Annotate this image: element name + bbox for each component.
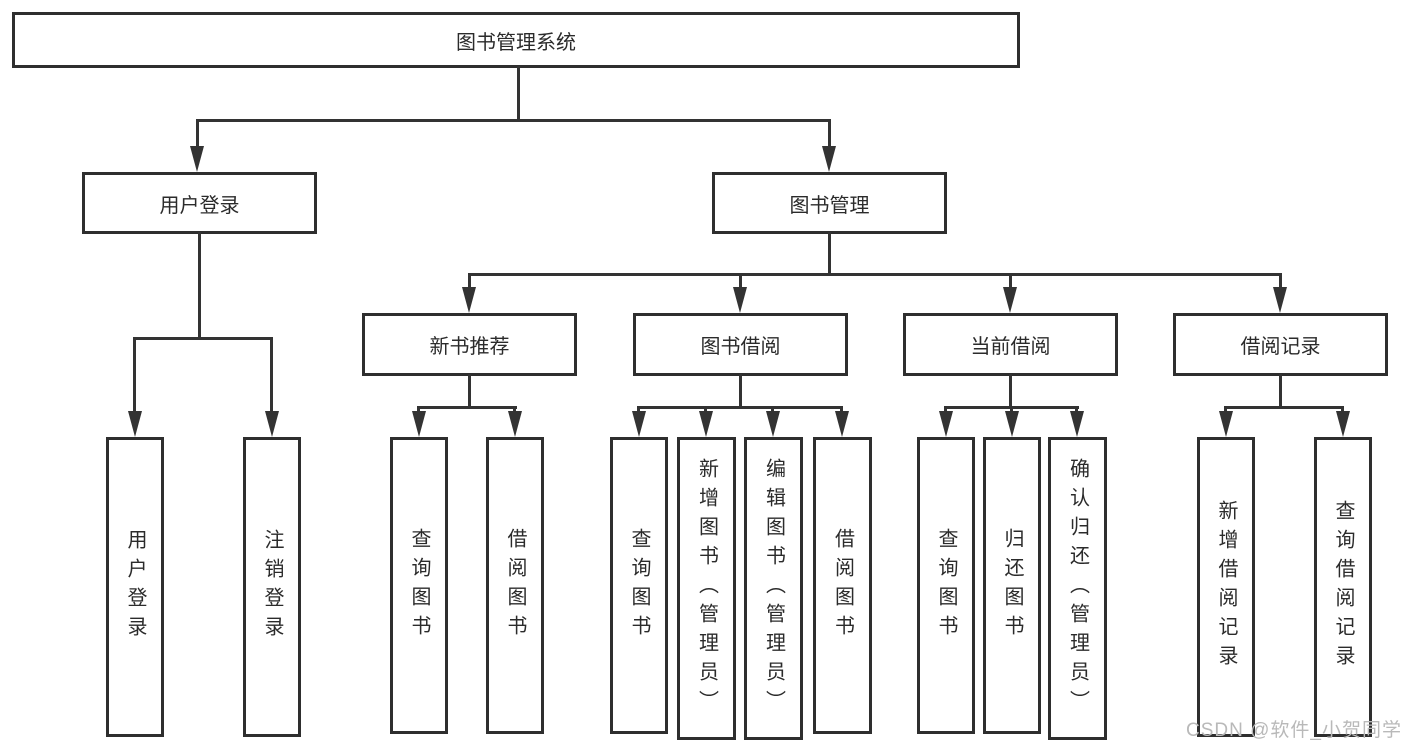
arrow-down-icon	[766, 411, 780, 437]
connector-line	[828, 232, 831, 276]
connector-line	[1009, 273, 1012, 290]
node-book-management: 图书管理	[712, 172, 947, 234]
connector-line	[417, 406, 517, 409]
connector-line	[468, 273, 471, 290]
node-borrowing-records: 借阅记录	[1173, 313, 1388, 376]
leaf-borrow-books-recommend: 借阅图书	[486, 437, 544, 734]
leaf-confirm-return-admin: 确认归还（管理员）	[1048, 437, 1107, 740]
connector-line	[637, 406, 843, 409]
connector-line	[133, 337, 273, 340]
connector-line	[1224, 406, 1344, 409]
connector-line	[771, 406, 774, 415]
arrow-down-icon	[508, 411, 522, 437]
arrow-down-icon	[699, 411, 713, 437]
connector-line	[517, 66, 520, 122]
arrow-down-icon	[190, 146, 204, 172]
connector-line	[739, 374, 742, 409]
node-new-book-recommendation: 新书推荐	[362, 313, 577, 376]
connector-line	[468, 374, 471, 409]
node-book-borrowing: 图书借阅	[633, 313, 848, 376]
leaf-return-books: 归还图书	[983, 437, 1041, 734]
connector-line	[944, 406, 947, 415]
arrow-down-icon	[632, 411, 646, 437]
arrow-down-icon	[412, 411, 426, 437]
arrow-down-icon	[1005, 411, 1019, 437]
connector-line	[1224, 406, 1227, 415]
arrow-down-icon	[462, 287, 476, 313]
arrow-down-icon	[1070, 411, 1084, 437]
leaf-user-login: 用户登录	[106, 437, 164, 737]
arrow-down-icon	[1273, 287, 1287, 313]
arrow-down-icon	[835, 411, 849, 437]
leaf-add-books-admin: 新增图书（管理员）	[677, 437, 736, 740]
connector-line	[513, 406, 516, 415]
connector-line	[196, 119, 831, 122]
leaf-logout: 注销登录	[243, 437, 301, 737]
connector-line	[704, 406, 707, 415]
arrow-down-icon	[822, 146, 836, 172]
node-library-management-system: 图书管理系统	[12, 12, 1020, 68]
connector-line	[468, 273, 1282, 276]
csdn-watermark: CSDN @软件_小贺同学	[1186, 720, 1402, 741]
connector-line	[637, 406, 640, 415]
connector-line	[1279, 374, 1282, 409]
connector-line	[198, 232, 201, 340]
connector-line	[828, 119, 831, 149]
leaf-edit-books-admin: 编辑图书（管理员）	[744, 437, 803, 740]
arrow-down-icon	[733, 287, 747, 313]
arrow-down-icon	[939, 411, 953, 437]
connector-line	[739, 273, 742, 290]
leaf-query-books-recommend: 查询图书	[390, 437, 448, 734]
connector-line	[1010, 406, 1013, 415]
leaf-query-borrow-record: 查询借阅记录	[1314, 437, 1372, 737]
connector-line	[196, 119, 199, 149]
node-current-borrowing: 当前借阅	[903, 313, 1118, 376]
leaf-query-books-current: 查询图书	[917, 437, 975, 734]
node-user-login: 用户登录	[82, 172, 317, 234]
arrow-down-icon	[265, 411, 279, 437]
connector-line	[1279, 273, 1282, 290]
arrow-down-icon	[1003, 287, 1017, 313]
connector-line	[1075, 406, 1078, 415]
connector-line	[270, 337, 273, 415]
leaf-query-books-borrow: 查询图书	[610, 437, 668, 734]
leaf-borrow-books: 借阅图书	[813, 437, 872, 734]
connector-line	[1009, 374, 1012, 409]
arrow-down-icon	[1336, 411, 1350, 437]
connector-line	[417, 406, 420, 415]
arrow-down-icon	[1219, 411, 1233, 437]
connector-line	[840, 406, 843, 415]
arrow-down-icon	[128, 411, 142, 437]
connector-line	[1341, 406, 1344, 415]
connector-line	[133, 337, 136, 415]
leaf-add-borrow-record: 新增借阅记录	[1197, 437, 1255, 737]
